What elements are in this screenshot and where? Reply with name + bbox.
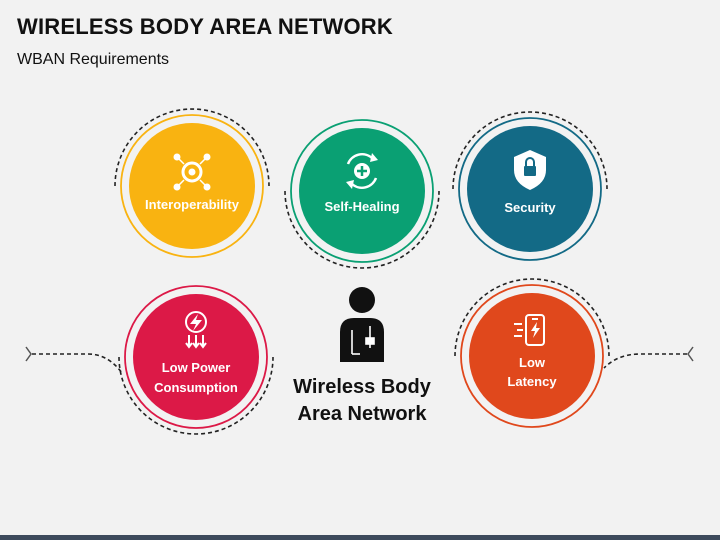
dashed-ring-lowpower	[118, 356, 274, 435]
chevron-right-icon	[25, 346, 32, 362]
cycle-plus-icon	[346, 153, 378, 189]
gear-network-icon	[173, 153, 211, 191]
node-label-security: Security	[504, 200, 556, 215]
center-label-2: Area Network	[298, 403, 428, 425]
node-label-self-healing: Self-Healing	[324, 199, 399, 214]
node-security: Security	[458, 117, 602, 261]
node-fill-self-healing	[299, 128, 425, 254]
node-label-low-latency-1: Low	[519, 355, 546, 370]
connector-left	[32, 353, 123, 374]
node-low-latency: Low Latency	[460, 284, 604, 428]
page-title: WIRELESS BODY AREA NETWORK	[17, 14, 393, 39]
node-fill-interoperability	[129, 123, 255, 249]
node-self-healing: Self-Healing	[290, 119, 434, 263]
node-low-power: Low Power Consumption	[124, 285, 268, 429]
dashed-ring-selfhealing	[284, 190, 440, 269]
connector-right	[603, 353, 687, 369]
node-label-low-power-1: Low Power	[162, 360, 231, 375]
bottom-bar	[0, 535, 720, 540]
dashed-ring-security	[452, 111, 608, 190]
node-fill-low-latency	[469, 293, 595, 419]
node-interoperability: Interoperability	[120, 114, 264, 258]
center-label-1: Wireless Body	[293, 376, 432, 398]
chevron-left-icon	[687, 346, 694, 362]
node-label-low-latency-2: Latency	[507, 374, 557, 389]
page-subtitle: WBAN Requirements	[17, 51, 170, 68]
fast-phone-icon	[514, 314, 545, 346]
node-label-interoperability: Interoperability	[145, 197, 240, 212]
power-bolt-icon	[185, 311, 207, 349]
shield-lock-icon	[514, 150, 546, 190]
dashed-ring-lowlatency	[454, 278, 610, 357]
node-label-low-power-2: Consumption	[154, 380, 238, 395]
node-fill-low-power	[133, 294, 259, 420]
person-sensor-icon	[340, 287, 384, 362]
dashed-ring-interoperability	[114, 108, 270, 187]
